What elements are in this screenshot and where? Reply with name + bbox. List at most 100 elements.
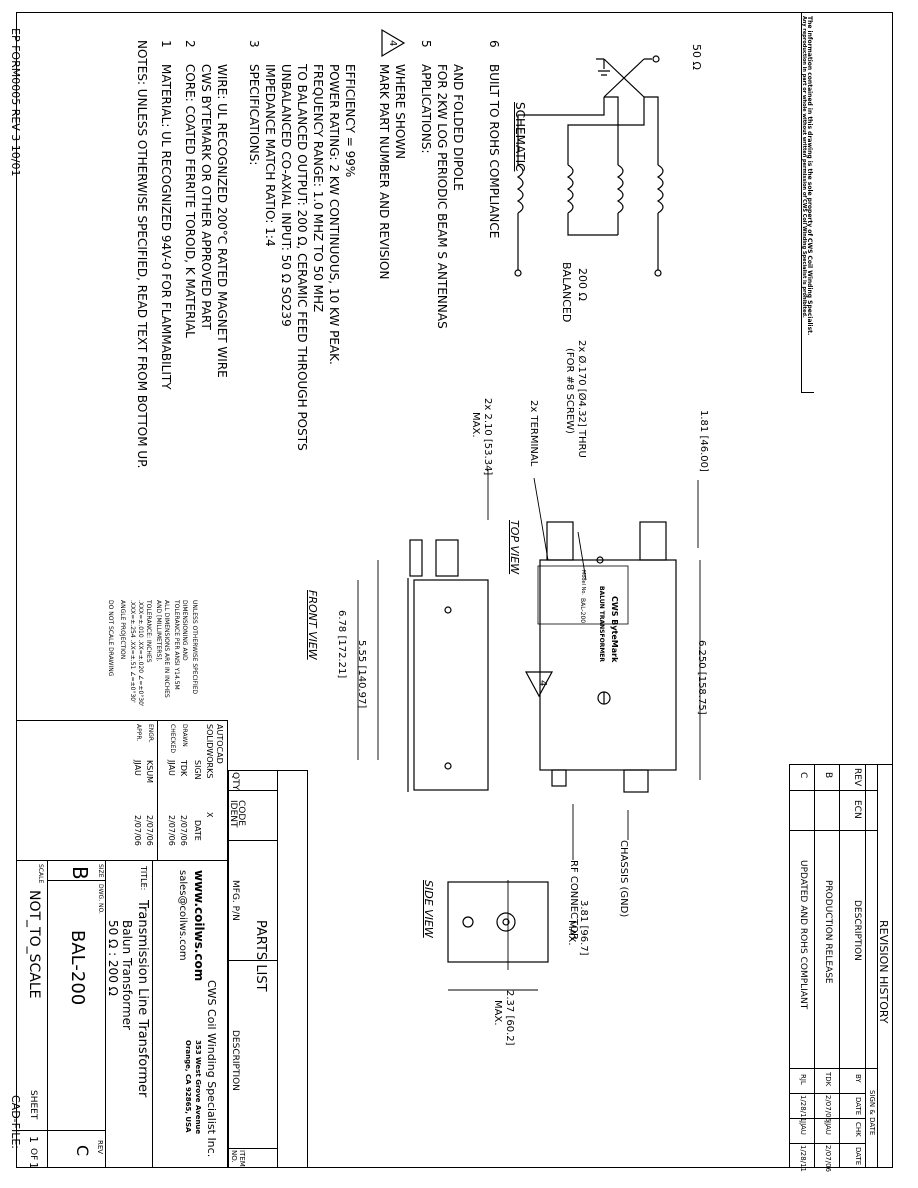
note-1-text: MATERIAL: UL RECOGNIZED 94V-0 FOR FLAMMA… [159, 64, 173, 390]
note-3-line-4: TO BALANCED OUTPUT: 200 Ω, CERAMIC FEED … [295, 64, 309, 451]
scale-label: SCALE [37, 864, 44, 884]
parts-list-title: PARTS LIST [253, 920, 268, 992]
mfg-header: MFG. P/N [230, 880, 240, 921]
sig-appr-date: 2/07/06 [133, 815, 142, 846]
schematic-output-label-1: 200 Ω [576, 268, 589, 301]
schematic-title: SCHEMATIC [513, 102, 527, 172]
rev-b-by: TDK [824, 1072, 832, 1087]
tolerance-line-10: DO NOT SCALE DRAWING [107, 600, 114, 677]
desc-parts-header: DESCRIPTION [230, 1030, 240, 1091]
sig-checked-date: 2/07/06 [167, 815, 176, 846]
company-email: sales@coilws.com [177, 870, 188, 961]
chk-header: CHK [854, 1122, 862, 1137]
label-plate-product: BALUN TRANSFORMER [598, 586, 605, 663]
rev-b-rev: B [823, 772, 833, 779]
rev-c-chk: JJAU [799, 1121, 807, 1135]
rev-c-rev: C [798, 772, 808, 779]
by-header: BY [854, 1074, 862, 1083]
note-4-line-1: MARK PART NUMBER AND REVISION [377, 64, 391, 280]
dim-height-181: 1.81 [46.00] [698, 410, 709, 472]
sig-engr-role: ENGR. [147, 724, 154, 743]
schematic-input-label: 50 Ω [690, 44, 703, 70]
sig-appr-role: APPR. [135, 724, 142, 742]
note-3-num: 3 [247, 40, 261, 48]
sig-checked-role: CHECKED [169, 724, 176, 754]
top-view-title: TOP VIEW [508, 520, 521, 575]
company-address-1: 353 West Grove Avenue [194, 1040, 202, 1135]
side-view-title: SIDE VIEW [422, 880, 435, 938]
date2-header: DATE [854, 1147, 862, 1166]
dim-width-top: 6.250 [158.75] [696, 640, 707, 715]
no-header: NO. [230, 1150, 238, 1163]
company-web: www.coilws.com [192, 870, 206, 982]
qty-header: QTY [230, 772, 240, 791]
dim-terminal: 2x TERMINAL [528, 400, 539, 467]
note-6-text: BUILT TO ROHS COMPLIANCE [487, 64, 501, 239]
note-2-line-2: CWS BYTEMARK OR OTHER APPROVED PART [199, 64, 213, 330]
sig-date-header: DATE [193, 820, 202, 841]
label-plate-model-value: BAL-200 [579, 598, 586, 624]
scale-value: NOT_TO_SCALE [26, 890, 42, 999]
side-view-max-2: MAX. [492, 1000, 503, 1026]
sheet-of: OF [28, 1148, 38, 1161]
note-5-line-1: APPLICATIONS: [419, 64, 433, 154]
sig-sign-header: SIGN [193, 760, 202, 780]
schematic-diagram [514, 55, 664, 277]
company-name: CWS Coil Winding Specialist Inc. [205, 980, 218, 1158]
note-3-line-2: IMPEDANCE MATCH RATIO: 1:4 [263, 64, 277, 247]
sig-checked-sign: JJAU [167, 760, 176, 776]
date-header: DATE [854, 1097, 862, 1116]
rev-b-date2: 2/07/06 [824, 1145, 832, 1172]
sig-drawn-role: DRAWN [181, 724, 188, 747]
note-3-line-1: SPECIFICATIONS: [247, 64, 261, 166]
note-4-num: 4 [387, 40, 398, 47]
rev-label: REV [96, 1140, 104, 1155]
label-plate-model-label: Model No. [580, 570, 586, 595]
note-4-flag-icon [381, 28, 406, 58]
note-3-line-6: POWER RATING: 2 KW CONTINUOUS, 10 KW PEA… [327, 64, 341, 365]
sign-date-header: SIGN & DATE [868, 1090, 876, 1136]
sig-drawn-date: 2/07/06 [179, 815, 188, 846]
note-3-line-5: FREQUENCY RANGE: 1.0 MHZ TO 50 MHZ [311, 64, 325, 313]
notes-header: NOTES: UNLESS OTHERWISE SPECIFIED, READ … [135, 40, 149, 469]
parts-list-table [228, 770, 308, 1168]
title-line-1: Transmission Line Transformer [135, 900, 150, 1098]
dwg-number: BAL-200 [67, 930, 88, 1006]
ecn-header: ECN [852, 800, 862, 819]
front-view-dim-555: 5.55 [140.97] [356, 640, 367, 709]
note-3-line-7: EFFICIENCY = 99% [343, 64, 357, 178]
front-view-title: FRONT VIEW [306, 590, 319, 660]
revision-flag-text: 4 [537, 680, 548, 687]
rev-header: REV [852, 768, 862, 787]
rev-c-by: RJL [799, 1074, 807, 1085]
sheet-number: 1 [27, 1136, 40, 1143]
side-view-dim-381: 3.81 [96.7] [578, 900, 589, 956]
tolerance-line-6: TOLERANCE: INCHES [145, 600, 152, 663]
chassis-label: CHASSIS (GND) [618, 840, 629, 918]
desc-header: DESCRIPTION [852, 900, 862, 961]
side-view-dim-237: 2.37 [60.2] [504, 990, 515, 1046]
side-view-drawing [447, 881, 549, 963]
rev-value: C [73, 1145, 92, 1157]
tolerance-line-9: ANGLE PROJECTION [119, 600, 126, 660]
title-line-3: 50 Ω : 200 Ω [106, 920, 120, 996]
tolerance-line-1: UNLESS OTHERWISE SPECIFIED [191, 600, 198, 695]
note-5-num: 5 [419, 40, 433, 48]
note-6-num: 6 [487, 40, 501, 48]
sheet-total: 1 [27, 1162, 40, 1169]
title-label: TITLE: [139, 866, 148, 891]
note-1-num: 1 [159, 40, 173, 48]
revision-history-title: REVISION HISTORY [877, 920, 890, 1024]
disclaimer-line-2: Any reproduction in part or whole withou… [801, 16, 807, 318]
size-value: B [68, 866, 92, 880]
note-3-line-3: UNBALANCED CO-AXIAL INPUT: 50 Ω SO239 [279, 64, 293, 327]
revision-flag-icon [524, 671, 554, 698]
note-5-line-2: FOR 2KW LOG PERIODIC BEAM S ANTENNAS [435, 64, 449, 329]
dim-hole: 2x Ø.170 [Ø4.32] THRU [576, 340, 587, 458]
rev-b-date: 2/07/06 [824, 1095, 832, 1122]
dwg-label: DWG. NO. [97, 884, 104, 914]
cad-solidworks-mark: X [205, 812, 214, 818]
size-label: SIZE [97, 864, 104, 878]
disclaimer-divider-v [801, 392, 814, 393]
dim-max-210-word: MAX. [470, 412, 481, 438]
